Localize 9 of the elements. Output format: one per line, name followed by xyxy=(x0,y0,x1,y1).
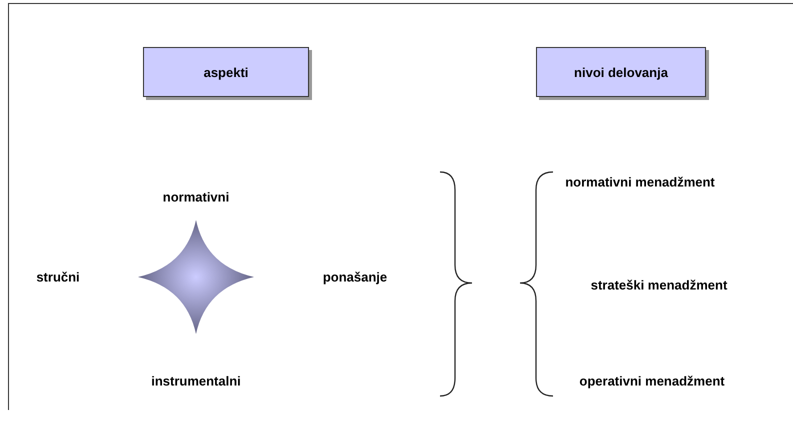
heading-box: aspekti xyxy=(143,47,309,97)
label: strateški menadžment xyxy=(590,278,728,292)
label: stručni xyxy=(36,270,80,284)
label: ponašanje xyxy=(322,270,388,284)
label: normativni xyxy=(162,190,230,204)
label: normativni menadžment xyxy=(565,174,715,190)
label: operativni menadžment xyxy=(579,374,725,388)
label: instrumentalni xyxy=(151,374,241,388)
heading-box: nivoi delovanja xyxy=(536,47,706,97)
